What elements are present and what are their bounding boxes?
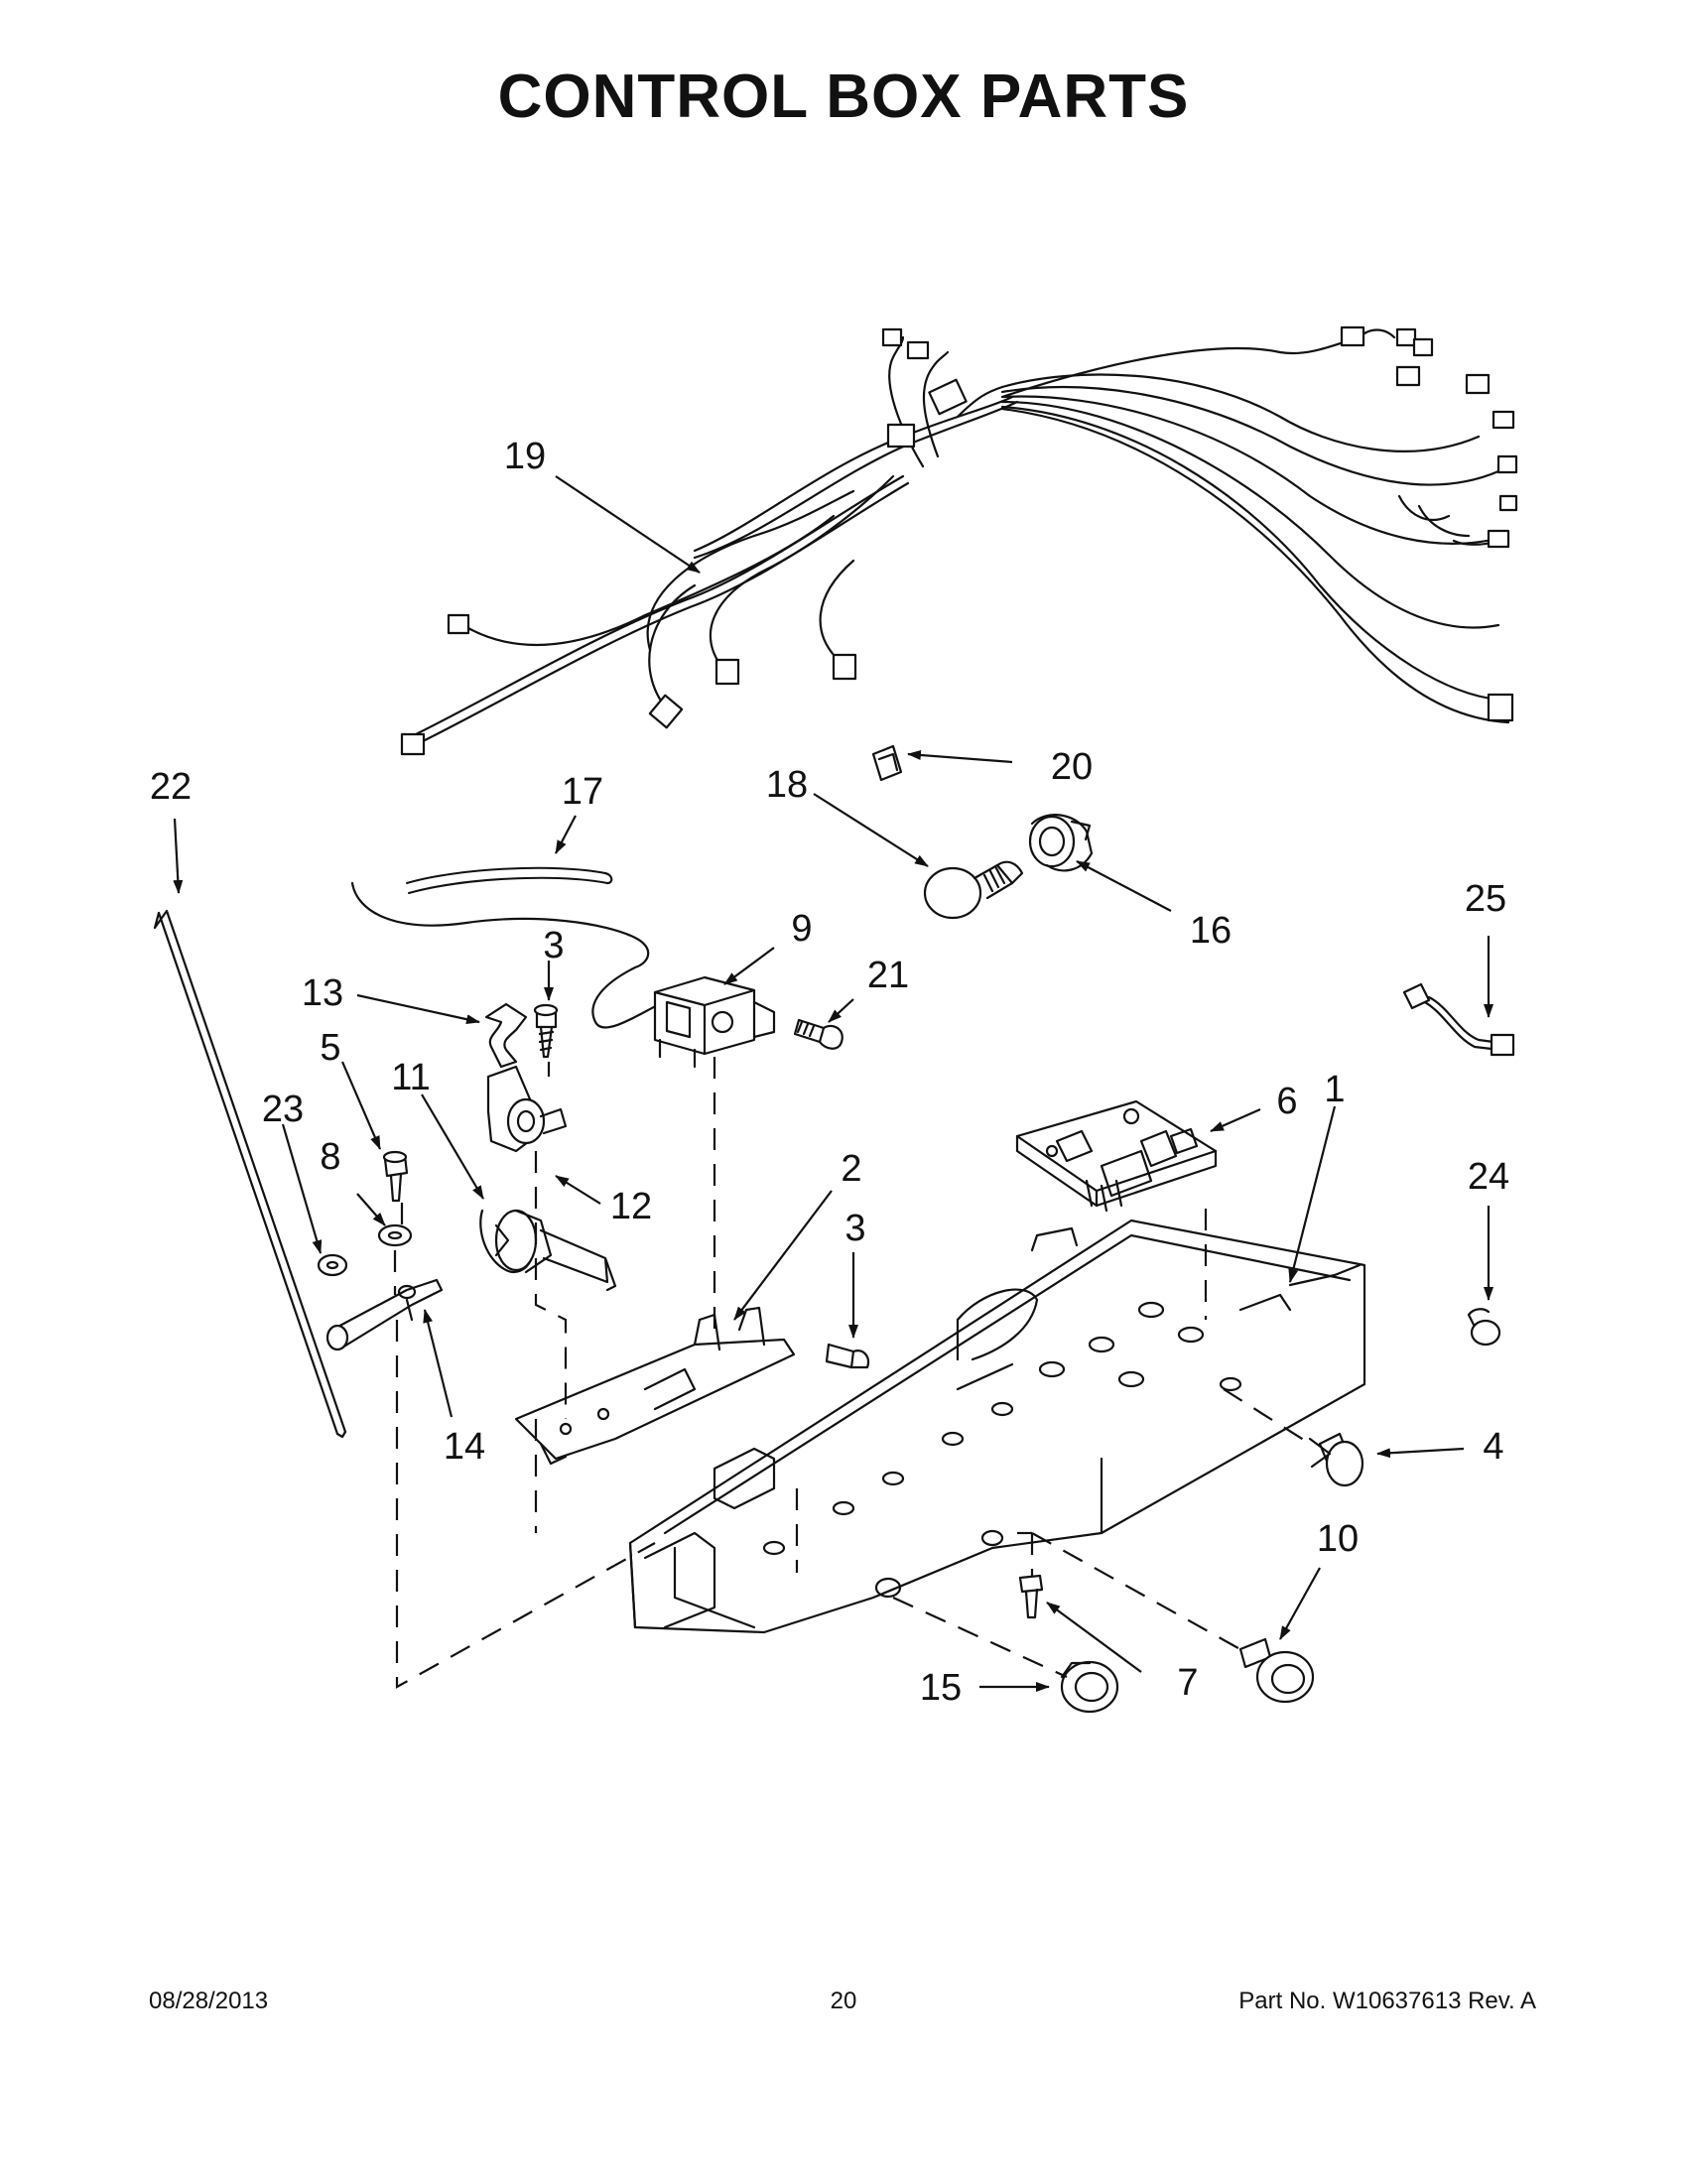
callout-label: 17 [562, 771, 603, 813]
screw-part [825, 1343, 870, 1369]
washer-part [377, 1223, 413, 1247]
footer-date: 08/28/2013 [149, 1988, 269, 2014]
callout-label: 14 [444, 1426, 485, 1468]
callout-label: 8 [320, 1136, 340, 1178]
callout-label: 12 [610, 1186, 652, 1227]
lever-arm-part [325, 1278, 444, 1351]
callout-label: 21 [867, 955, 909, 996]
side-socket-part [1308, 1432, 1364, 1487]
callout-label: 22 [150, 766, 192, 808]
callout-label: 23 [262, 1089, 304, 1130]
assembly-lines [393, 1057, 1311, 1689]
callout-label: 1 [1324, 1069, 1345, 1110]
wire-harness-part [400, 325, 1518, 756]
round-cap-part [1238, 1637, 1315, 1704]
thermostat-part [653, 975, 776, 1069]
screw-part [533, 1003, 559, 1059]
callout-label: 24 [1468, 1156, 1509, 1198]
callout-label: 6 [1276, 1081, 1297, 1122]
callout-label: 11 [391, 1057, 430, 1098]
page-title: CONTROL BOX PARTS [497, 63, 1190, 131]
screw-part [382, 1150, 409, 1203]
callout-label: 25 [1465, 878, 1506, 920]
footer-page-number: 20 [830, 1988, 857, 2014]
plug-part [1467, 1308, 1501, 1347]
washer-part [317, 1253, 348, 1277]
control-shaft-part [479, 1209, 617, 1292]
control-board-part [1015, 1099, 1218, 1213]
leader-arrows [173, 475, 1493, 1692]
clip-part [871, 744, 903, 782]
screw-part [793, 1018, 844, 1050]
callout-label: 15 [920, 1667, 962, 1709]
callout-label: 19 [504, 436, 546, 477]
callout-label: 18 [766, 764, 808, 806]
callout-label: 3 [543, 925, 564, 966]
callout-label: 3 [844, 1208, 865, 1249]
callout-label: 16 [1190, 910, 1232, 952]
callout-label: 7 [1177, 1662, 1198, 1704]
round-cap-part [1060, 1660, 1119, 1714]
screw-part [1018, 1574, 1044, 1619]
callout-label: 5 [320, 1027, 340, 1069]
lamp-socket-part [1028, 814, 1094, 872]
wire-connector-part [1402, 982, 1515, 1057]
callout-label: 20 [1051, 746, 1093, 788]
callout-label: 4 [1483, 1426, 1503, 1468]
callout-label: 9 [791, 908, 812, 950]
light-bulb-part [923, 860, 1024, 920]
knob-bracket-part [486, 1065, 568, 1153]
footer-part-number: Part No. W10637613 Rev. A [1238, 1988, 1536, 2014]
mounting-plate-part [514, 1306, 796, 1466]
callout-label: 13 [302, 972, 343, 1014]
bracket-part [484, 1002, 528, 1069]
callout-label: 2 [841, 1148, 861, 1190]
long-rod-part [153, 909, 347, 1439]
callout-label: 10 [1317, 1518, 1359, 1560]
callout-labels: 1 2 3 3 4 5 6 7 8 9 10 11 12 13 14 15 16… [150, 436, 1509, 1709]
control-box-housing-part [628, 1219, 1366, 1634]
capillary-tube-part [350, 866, 687, 1029]
